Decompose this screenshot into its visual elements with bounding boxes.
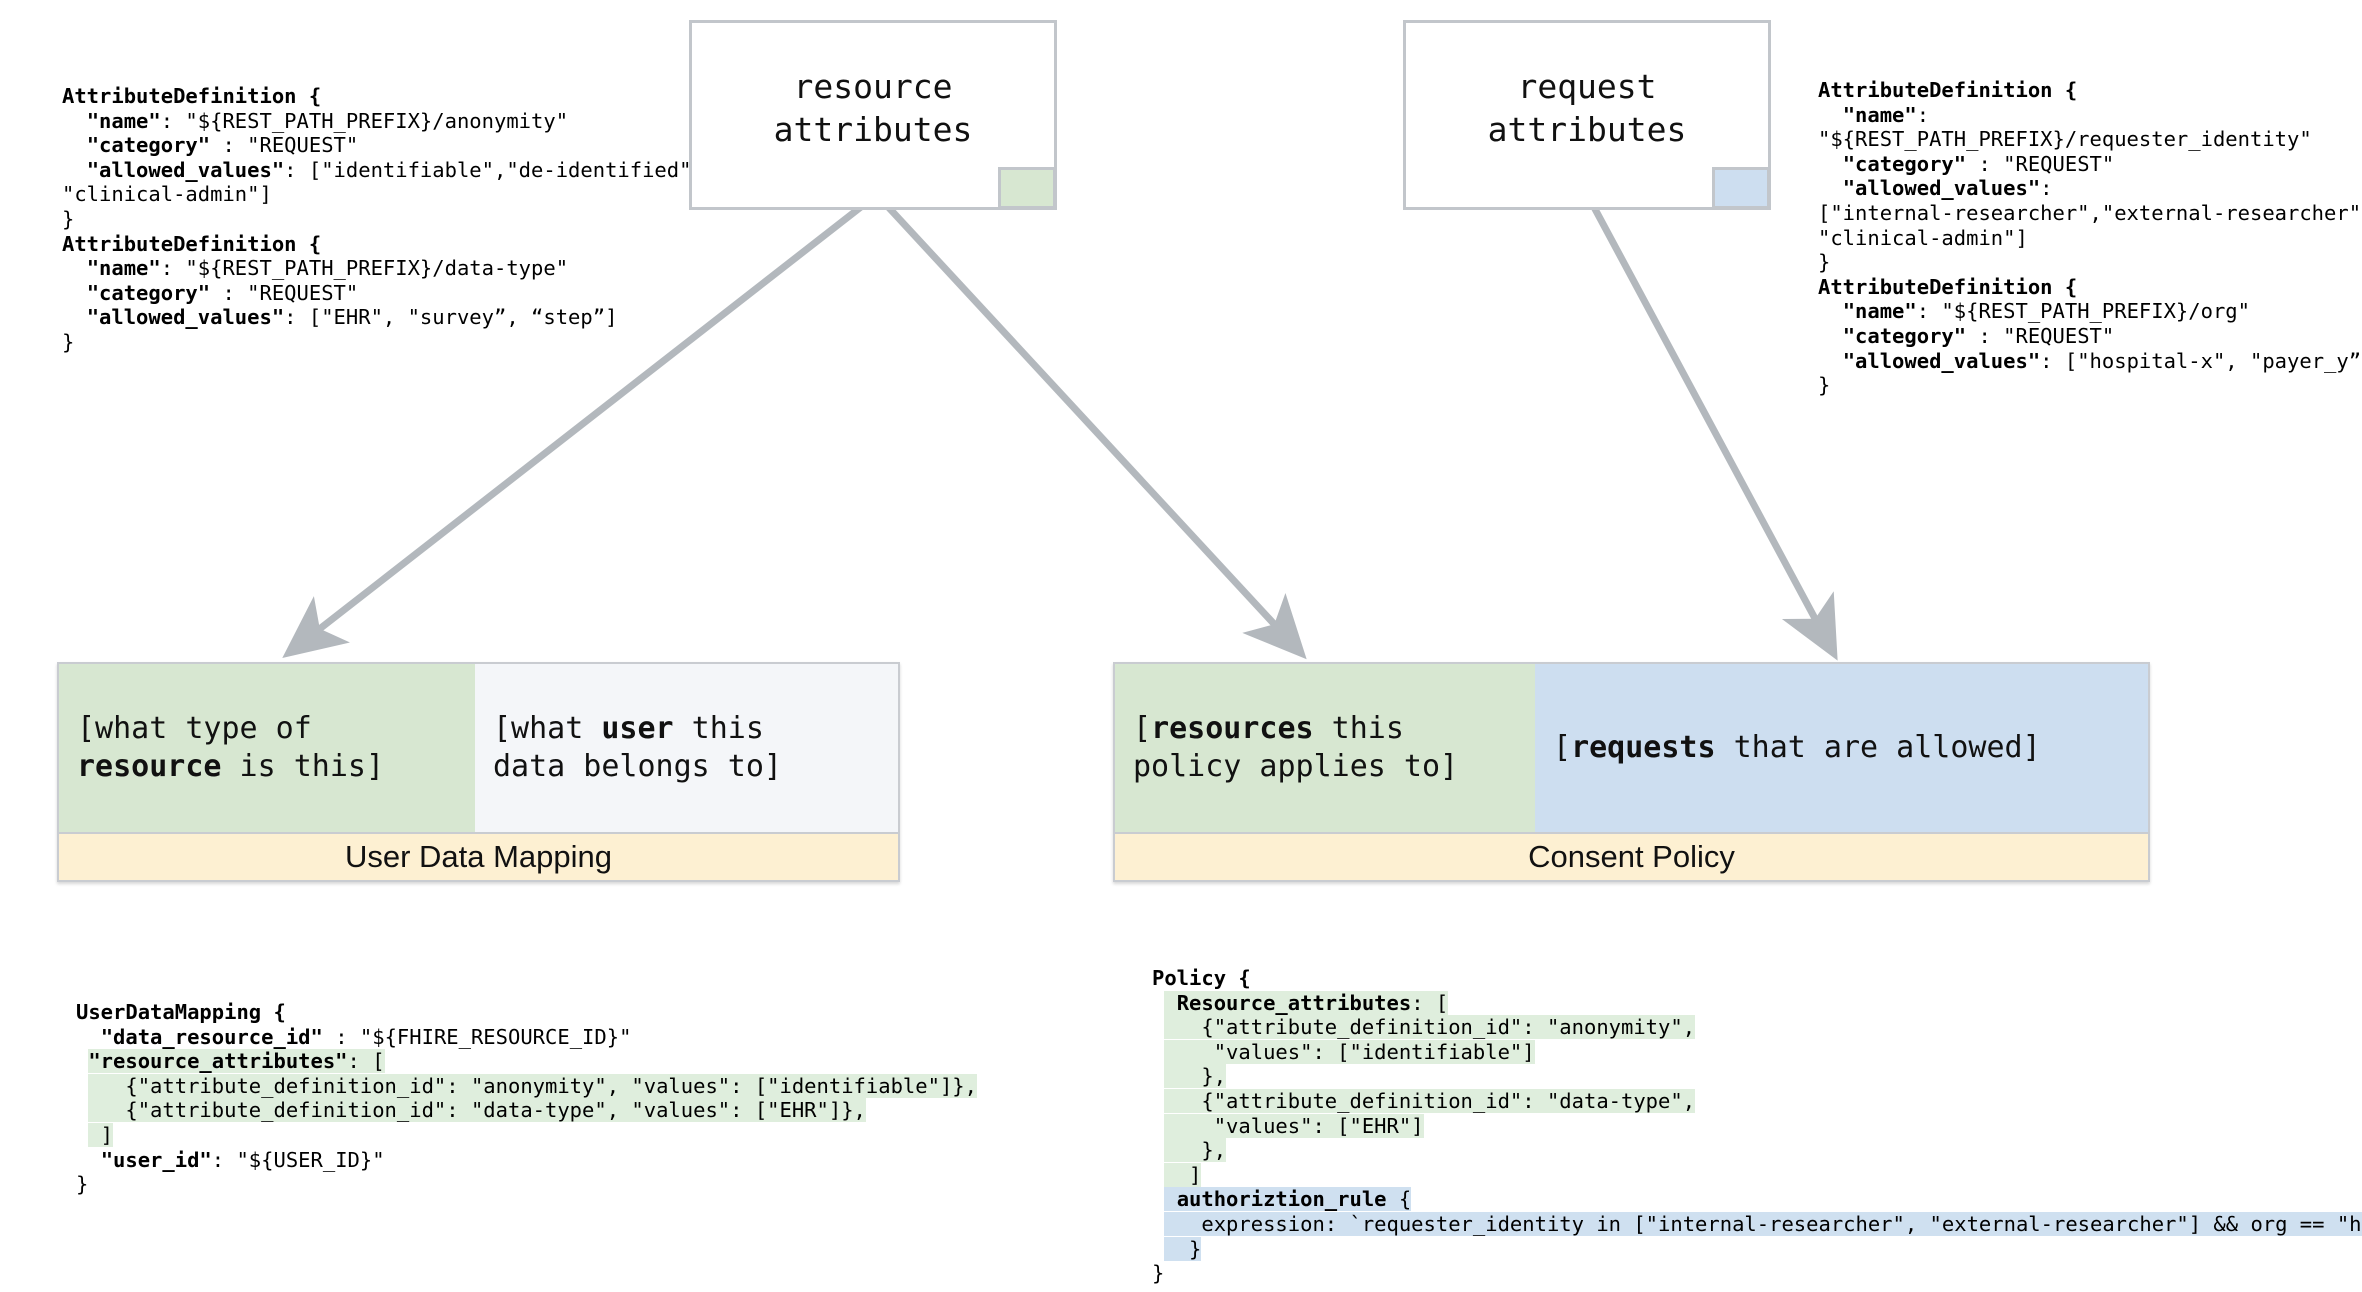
attribute-definitions-left-block: AttributeDefinition { "name": "${REST_PA… (62, 84, 704, 354)
consent-policy-resource-cell: [resources this policy applies to] (1115, 664, 1535, 832)
resource-attribute-swatch (998, 167, 1056, 209)
consent-policy-card[interactable]: [resources this policy applies to] [requ… (1113, 662, 2150, 882)
user-data-mapping-code-block: UserDataMapping { "data_resource_id" : "… (76, 1000, 977, 1197)
user-data-mapping-body: [what type of resource is this] [what us… (57, 662, 900, 834)
arrow-resource-to-consent-policy (875, 193, 1307, 660)
user-data-mapping-user-cell: [what user this data belongs to] (475, 664, 898, 832)
user-data-mapping-card[interactable]: [what type of resource is this] [what us… (57, 662, 900, 882)
consent-policy-footer: Consent Policy (1113, 834, 2150, 882)
user-data-mapping-footer: User Data Mapping (57, 834, 900, 882)
request-attributes-box[interactable]: request attributes (1403, 20, 1771, 210)
request-attributes-label: request attributes (1487, 67, 1687, 149)
consent-policy-request-cell: [requests that are allowed] (1535, 664, 2148, 832)
resource-attributes-box[interactable]: resource attributes (689, 20, 1057, 210)
resource-attributes-label: resource attributes (773, 67, 973, 149)
arrow-request-to-consent-policy (1584, 194, 1838, 661)
consent-policy-body: [resources this policy applies to] [requ… (1113, 662, 2150, 834)
policy-code-block: Policy { Resource_attributes: [ {"attrib… (1152, 966, 2362, 1286)
attribute-definitions-right-block: AttributeDefinition { "name":"${REST_PAT… (1818, 78, 2362, 398)
request-attribute-swatch (1712, 167, 1770, 209)
user-data-mapping-resource-cell: [what type of resource is this] (59, 664, 475, 832)
